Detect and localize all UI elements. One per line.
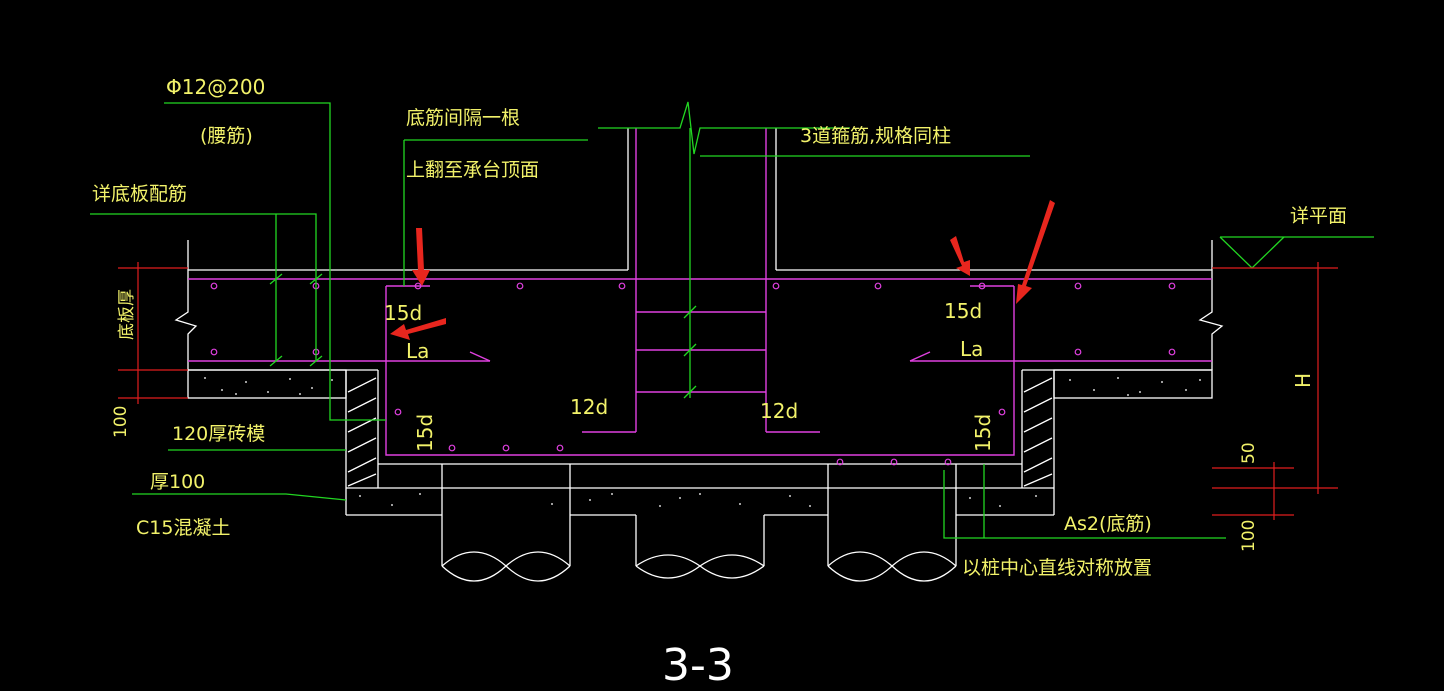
three-stirrups-label: 3道箍筋,规格同柱 (800, 125, 951, 147)
dimensions (118, 262, 1338, 520)
pile-right (827, 464, 957, 582)
leader-lines (90, 101, 1374, 539)
pile-middle (635, 515, 765, 579)
waist-bar-name: (腰筋) (200, 125, 253, 147)
arrow-left-down (412, 228, 430, 286)
thick-100-label: 厚100 (150, 471, 205, 493)
waist-bar-spec: Φ12@200 (166, 75, 265, 99)
annotation-arrows (390, 200, 1055, 340)
bottom-bar-note-2: 上翻至承台顶面 (406, 159, 539, 181)
brick-mold-hatch (347, 377, 1053, 487)
see-plan-label: 详平面 (1290, 205, 1347, 227)
fifteen-d-vert-right: 15d (971, 414, 995, 452)
arrow-right-long (1016, 200, 1055, 304)
plate-thickness-label: 底板厚 (117, 289, 137, 340)
fifteen-d-right: 15d (944, 299, 982, 323)
labels: Φ12@200 (腰筋) 详底板配筋 底筋间隔一根 上翻至承台顶面 3道箍筋,规… (92, 75, 1347, 691)
dim-100-right: 100 (1239, 520, 1259, 552)
pile-center-label: 以桩中心直线对称放置 (962, 557, 1152, 579)
as2-bottom-label: As2(底筋) (1064, 513, 1152, 535)
twelve-d-left: 12d (570, 395, 608, 419)
concrete-outline (174, 128, 1224, 516)
rebar-dots (210, 282, 1176, 466)
see-bottom-plate-label: 详底板配筋 (92, 183, 187, 205)
brick-mold-label: 120厚砖模 (172, 423, 265, 445)
la-left: La (406, 339, 429, 363)
bottom-bar-note-1: 底筋间隔一根 (406, 107, 520, 129)
rebar (188, 128, 1212, 456)
arrow-left-horizontal (390, 318, 446, 340)
section-title: 3-3 (662, 640, 734, 691)
fifteen-d-vert-left: 15d (413, 414, 437, 452)
la-right: La (960, 337, 983, 361)
dim-50: 50 (1239, 442, 1259, 464)
arrow-right-short (950, 236, 970, 276)
dim-h: H (1291, 373, 1315, 388)
c15-concrete-label: C15混凝土 (136, 517, 230, 539)
fifteen-d-left: 15d (384, 301, 422, 325)
pile-left (441, 464, 571, 582)
concrete-speckle (204, 377, 1201, 507)
dim-100-left: 100 (111, 406, 131, 438)
twelve-d-right: 12d (760, 399, 798, 423)
leader-ticks (269, 273, 697, 399)
